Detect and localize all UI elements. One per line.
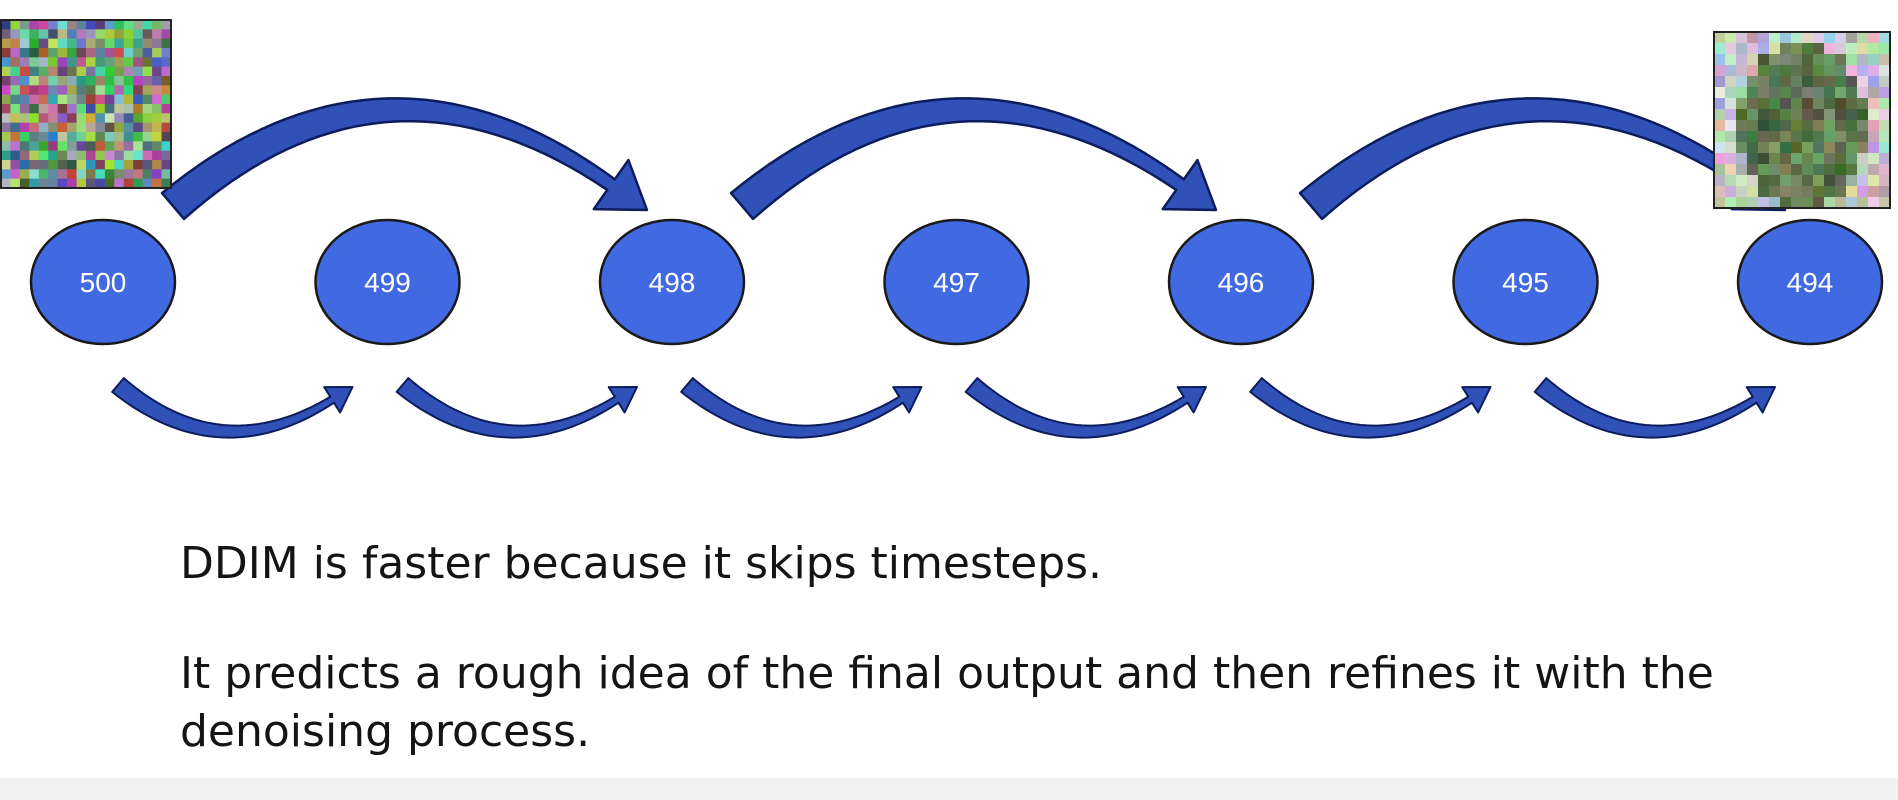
caption-predicts-and-refines: It predicts a rough idea of the final ou… [180, 648, 1714, 757]
timestep-circle [1452, 218, 1599, 346]
noise-images [0, 19, 1891, 209]
step-arrow-495-to-494 [1533, 377, 1776, 439]
timestep-node-496: 496 [1167, 218, 1315, 346]
timestep-nodes: 500 499 498 497 496 495 494 [29, 218, 1884, 346]
timestep-label: 494 [1787, 267, 1834, 298]
timestep-node-494: 494 [1736, 218, 1884, 346]
timestep-label: 499 [364, 267, 411, 298]
timestep-node-498: 498 [598, 218, 746, 346]
step-arrow-500-to-499 [111, 377, 354, 439]
step-arrow-496-to-495 [1249, 377, 1492, 439]
timestep-node-500: 500 [29, 218, 177, 346]
timestep-label: 500 [80, 267, 127, 298]
timestep-circle [1736, 218, 1884, 346]
caption-ddim-faster: DDIM is faster because it skips timestep… [180, 538, 1103, 589]
timestep-label: 495 [1502, 267, 1549, 298]
timestep-node-497: 497 [883, 218, 1030, 346]
skip-arrows [160, 97, 1787, 221]
timestep-circle [29, 218, 177, 346]
step-arrow-499-to-498 [395, 377, 638, 439]
timestep-circle [883, 218, 1030, 346]
ddim-timestep-diagram: 500 499 498 497 496 495 494 [0, 19, 1891, 439]
step-arrow-498-to-497 [680, 377, 923, 439]
timestep-circle [598, 218, 746, 346]
skip-arrow-498-to-496 [729, 97, 1218, 221]
footer-band [0, 778, 1898, 800]
noise-image [0, 19, 172, 189]
timestep-node-495: 495 [1452, 218, 1599, 346]
timestep-node-499: 499 [314, 218, 461, 346]
skip-arrow-500-to-498 [160, 97, 649, 221]
timestep-circle [314, 218, 461, 346]
partially-denoised-image [1713, 31, 1891, 209]
step-arrow-497-to-496 [964, 377, 1207, 439]
skip-arrow-496-to-494 [1298, 97, 1787, 221]
timestep-label: 496 [1218, 267, 1265, 298]
timestep-label: 498 [649, 267, 696, 298]
timestep-circle [1167, 218, 1315, 346]
timestep-label: 497 [933, 267, 980, 298]
step-arrows [111, 377, 1776, 439]
